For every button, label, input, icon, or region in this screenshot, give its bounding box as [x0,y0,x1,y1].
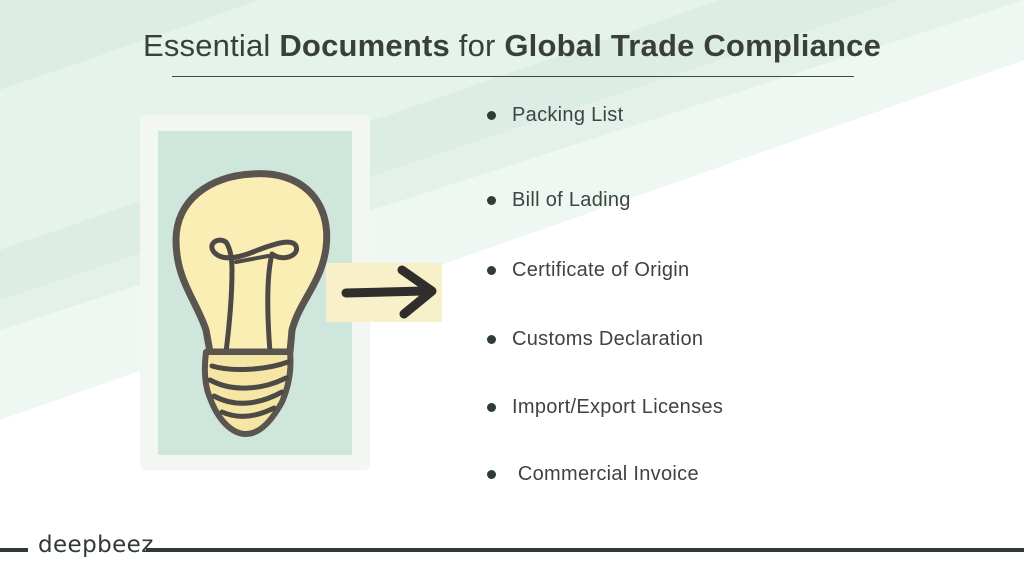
list-item: Customs Declaration [487,326,703,352]
bulb-glass [172,170,331,356]
list-item: Commercial Invoice [487,461,699,487]
list-item: Certificate of Origin [487,257,689,283]
title-part-2: Documents [279,28,450,63]
bulb-filament [209,237,300,355]
footer-line-right [146,548,1024,552]
list-item-label: Certificate of Origin [512,258,690,281]
list-item: Bill of Lading [487,187,631,213]
filament-bar [234,254,270,264]
title-part-4: Global Trade Compliance [504,28,882,63]
bullet-icon [487,195,496,205]
cloud-shape [0,500,190,576]
bullet-icon [487,110,496,120]
bullet-icon [487,402,496,412]
list-item-label: Import/Export Licenses [512,395,724,418]
base-thread-4 [219,405,277,419]
list-item: Import/Export Licenses [487,394,723,420]
bullet-icon [487,469,496,479]
list-item: Packing List [487,102,623,128]
list-item-label: Bill of Lading [512,188,631,211]
arrow-shaft [341,286,429,298]
arrow-head [397,265,437,319]
title-underline [172,76,854,77]
title-part-3: for [449,28,505,63]
title-part-1: Essential [142,28,280,63]
base-thread-2 [207,375,289,391]
cloud-decoration [0,500,190,576]
slide-title: Essential Documents for Global Trade Com… [0,28,1024,64]
logo: deepbeez [38,532,154,558]
list-item-label: Customs Declaration [512,327,704,350]
list-item-label: Packing List [512,103,624,126]
bullet-icon [487,265,496,275]
base-thread-1 [209,359,291,372]
bullet-icon [487,334,496,344]
footer-line-left [0,548,28,552]
base-thread-3 [211,389,285,406]
list-item-label: Commercial Invoice [512,462,699,485]
